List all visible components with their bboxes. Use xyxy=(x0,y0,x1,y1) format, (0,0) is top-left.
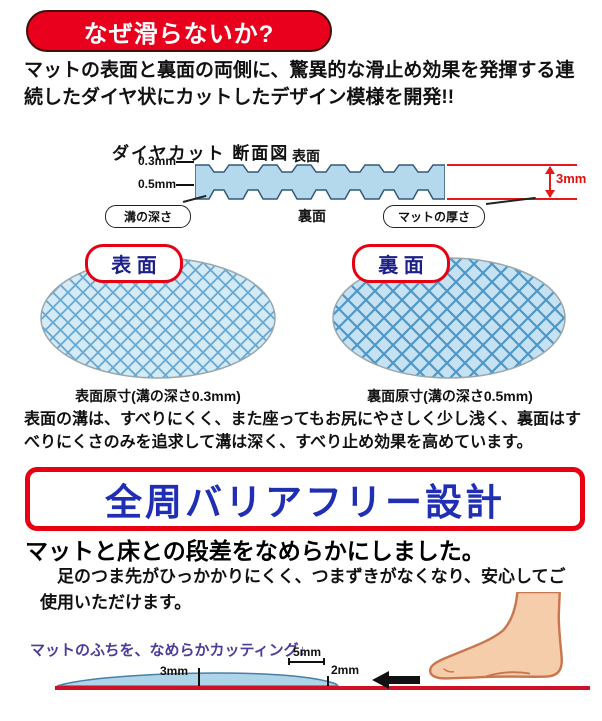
groove-depth-bottom-value: 0.5mm xyxy=(138,177,177,191)
section-title-text: なぜ滑らないか? xyxy=(83,20,275,48)
barrier-free-subtitle: マットと床との段差をなめらかにしました。 xyxy=(25,538,485,564)
barrier-free-description: 足のつま先がひっかかりにくく、つまずきがなくなり、安心してご使用いただけます。 xyxy=(40,567,566,612)
back-surface-caption: 裏面原寸(溝の深さ0.5mm) xyxy=(367,388,533,404)
leader-line-depth-bottom xyxy=(176,184,194,186)
groove-depth-top-value: 0.3mm xyxy=(138,154,177,168)
edge-dim-5mm-tick-left xyxy=(288,658,290,665)
leader-line-depth-top xyxy=(176,161,194,163)
front-surface-label: 表面 xyxy=(292,148,320,164)
back-surface-label: 裏面 xyxy=(298,208,326,224)
thickness-value: 3mm xyxy=(556,171,587,186)
edge-dim-2mm: 2mm xyxy=(331,663,360,677)
intro-paragraph: マットの表面と裏面の両側に、驚異的な滑止め効果を発揮する連続したダイヤ状にカット… xyxy=(24,60,575,108)
barrier-free-banner: 全周バリアフリー設計 xyxy=(25,467,585,531)
front-surface-badge: 表 面 xyxy=(85,244,183,283)
edge-dim-3mm: 3mm xyxy=(160,664,189,678)
edge-cutting-caption: マットのふちを、なめらかカッティング↓ xyxy=(30,642,307,659)
barrier-free-title: 全周バリアフリー設計 xyxy=(105,482,505,523)
cross-section-title: ダイヤカット 断面図 xyxy=(112,144,290,163)
edge-dim-2mm-line xyxy=(327,676,329,686)
back-surface-badge: 裏 面 xyxy=(352,244,450,283)
direction-arrow-icon xyxy=(372,671,420,689)
thickness-pill: マットの厚さ xyxy=(383,205,485,228)
front-surface-caption: 表面原寸(溝の深さ0.3mm) xyxy=(75,388,241,404)
mat-cross-section-graphic xyxy=(195,164,445,200)
edge-dim-5mm: 5mm xyxy=(293,645,322,659)
floor-line xyxy=(55,686,590,690)
section-title-badge: なぜ滑らないか? xyxy=(26,10,332,52)
groove-depth-pill: 溝の深さ xyxy=(105,205,191,228)
groove-note-paragraph: 表面の溝は、すべりにくく、また座ってもお尻にやさしく少し浅く、裏面はすべりにくさ… xyxy=(24,411,581,452)
mat-edge-graphic xyxy=(56,672,340,687)
edge-dim-5mm-tick-right xyxy=(323,658,325,665)
edge-dim-3mm-line xyxy=(198,668,200,686)
foot-illustration xyxy=(428,592,563,680)
edge-dim-5mm-line xyxy=(288,661,324,663)
